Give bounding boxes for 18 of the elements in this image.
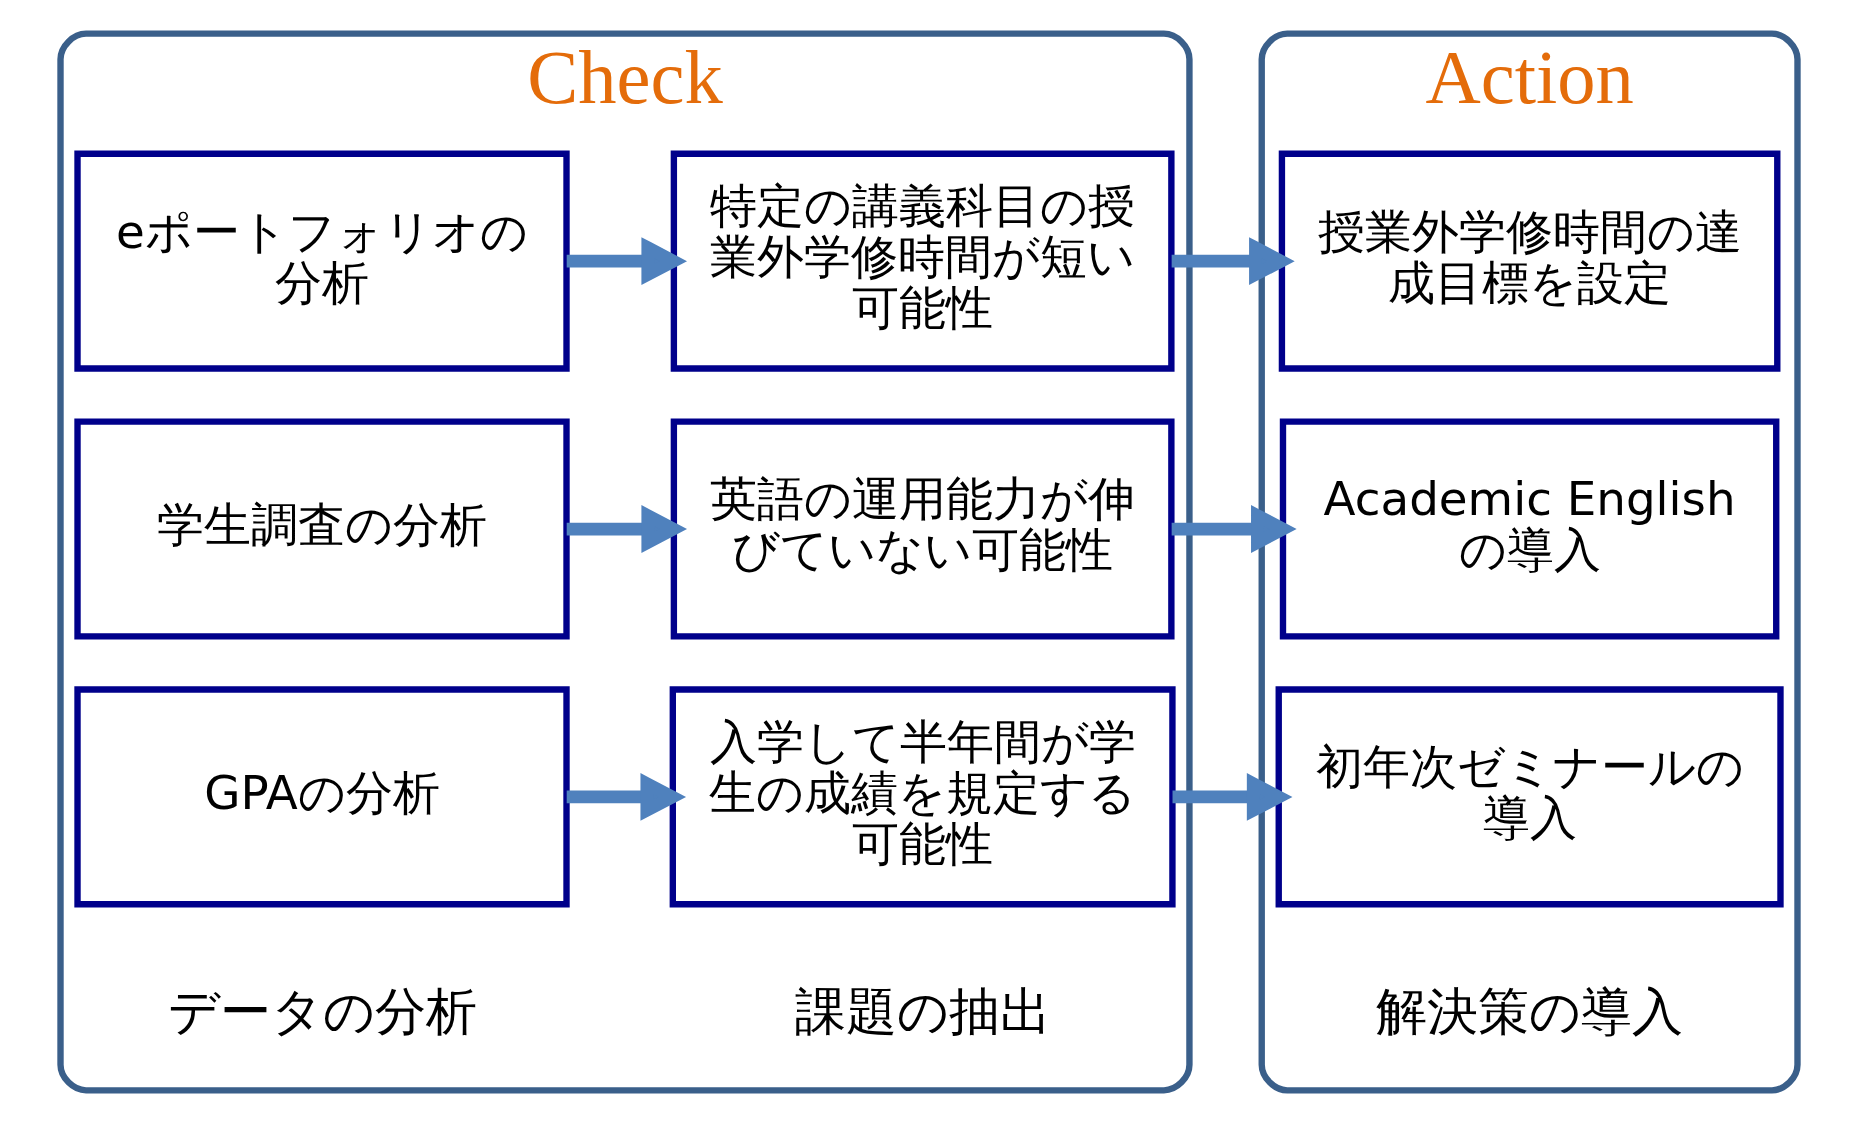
node-box: 入学して半年間が学生の成績を規定する可能性 (669, 686, 1176, 908)
node-box: 英語の運用能力が伸びていない可能性 (670, 418, 1175, 640)
arrow (1171, 505, 1297, 553)
arrow (566, 505, 688, 553)
arrow (1171, 237, 1295, 286)
arrow (1172, 772, 1293, 821)
node-box: eポートフォリオの分析 (74, 150, 570, 372)
node-box: Academic English の導入 (1279, 418, 1780, 640)
label: 解決策の導入 (1376, 982, 1684, 1042)
node-box: 初年次ゼミナールの導入 (1275, 686, 1784, 908)
label: データの分析 (167, 982, 477, 1042)
node-box: 授業外学修時間の達成目標を設定 (1278, 150, 1781, 372)
arrow (566, 237, 688, 286)
node-box: 学生調査の分析 (74, 418, 570, 640)
label: 課題の抽出 (794, 982, 1051, 1042)
arrow (566, 772, 687, 821)
node-box: GPAの分析 (74, 686, 570, 908)
node-box: 特定の講義科目の授業外学修時間が短い可能性 (670, 150, 1175, 372)
